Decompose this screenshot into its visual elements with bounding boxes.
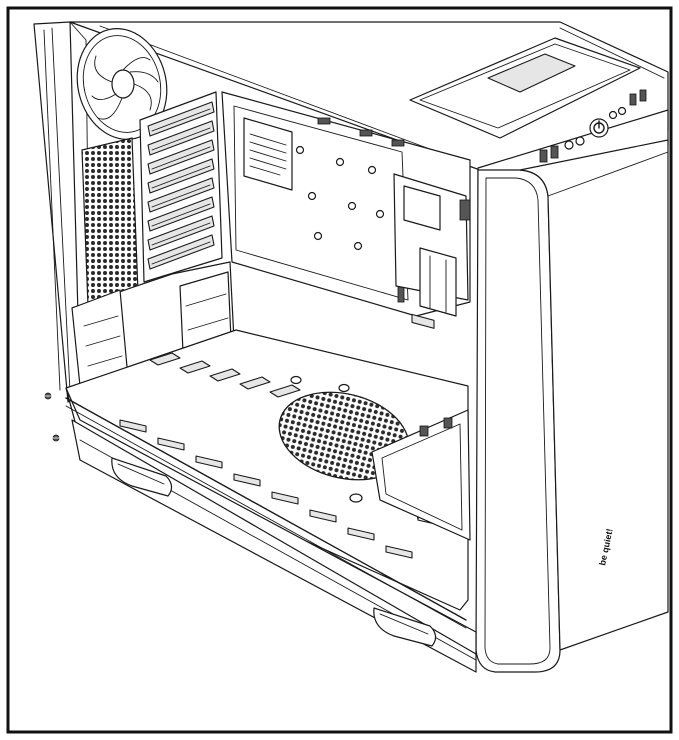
audio-jack-icon xyxy=(564,106,627,150)
floor-slot xyxy=(179,360,211,374)
standoff-hole xyxy=(335,157,345,167)
fan-icon xyxy=(76,28,168,140)
power-button-icon xyxy=(589,118,609,138)
slot-cover xyxy=(147,101,215,137)
floor-slot xyxy=(149,352,181,366)
case-feet xyxy=(111,457,437,647)
floor-slot xyxy=(209,368,241,382)
slot-cover xyxy=(147,158,215,194)
slot-cover xyxy=(147,234,215,270)
floor-slot xyxy=(271,491,299,505)
floor-slot xyxy=(309,509,337,523)
standoff-hole xyxy=(353,241,363,251)
floor-slot xyxy=(233,473,261,487)
case-floor xyxy=(65,329,471,611)
slot-cover xyxy=(147,139,215,175)
front-panel: be quiet! xyxy=(475,139,669,673)
floor-slot xyxy=(195,455,223,469)
standoff-hole xyxy=(313,231,323,241)
standoff-hole xyxy=(295,145,305,155)
slot-cover xyxy=(147,215,215,251)
figure-border xyxy=(6,6,673,734)
floor-slot xyxy=(269,384,301,398)
expansion-slots xyxy=(139,91,223,283)
standoff-hole xyxy=(307,191,317,201)
slot-cover xyxy=(147,196,215,232)
top-panel xyxy=(69,21,669,171)
standoff-hole xyxy=(375,209,385,219)
floor-slot xyxy=(119,419,147,433)
floor-slot xyxy=(347,527,375,541)
slot-cover xyxy=(147,120,215,156)
standoff-hole xyxy=(347,201,357,211)
usb-port-icon xyxy=(539,89,647,163)
floor-slot xyxy=(385,545,413,559)
floor-slot xyxy=(239,376,271,390)
floor-slot xyxy=(157,437,185,451)
screw-icon xyxy=(44,392,60,442)
slot-cover xyxy=(147,177,215,213)
drive-bracket xyxy=(393,173,471,329)
standoff-hole xyxy=(367,165,377,175)
